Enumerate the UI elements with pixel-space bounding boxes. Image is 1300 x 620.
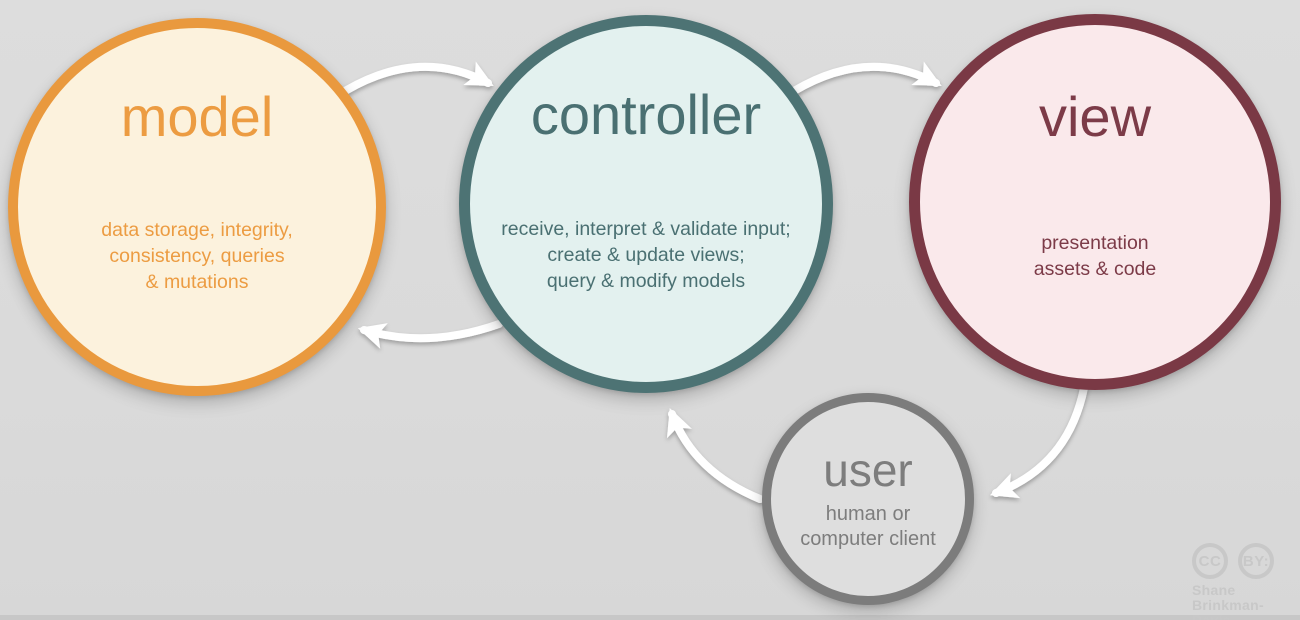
user-node-title: user: [823, 444, 913, 496]
license-attribution: CC BY: Shane Brinkman-Davis: [1192, 543, 1300, 620]
author-last-name: Brinkman-Davis: [1192, 597, 1264, 620]
arrow-user-to-controller-icon: [666, 407, 764, 503]
arrow-view-to-user-icon: [989, 384, 1088, 499]
user-node-description: human or computer client: [800, 503, 936, 550]
model-node-description: data storage, integrity, consistency, qu…: [101, 219, 293, 293]
view-node-title: view: [1038, 85, 1152, 148]
cc-license-icon: CC: [1192, 543, 1228, 579]
arrow-controller-to-model-icon: [357, 320, 503, 349]
user-node: user human or computer client: [762, 393, 974, 605]
model-node-title: model: [120, 85, 274, 148]
bottom-edge-divider: [0, 615, 1300, 620]
author-first-name: Shane: [1192, 582, 1236, 598]
view-node: view presentation assets & code: [909, 14, 1281, 390]
cc-by-license-icon: BY:: [1238, 543, 1274, 579]
controller-node-description: receive, interpret & validate input; cre…: [501, 218, 791, 292]
controller-node: controller receive, interpret & validate…: [459, 15, 833, 393]
controller-node-title: controller: [530, 83, 762, 146]
view-node-description: presentation assets & code: [1033, 232, 1157, 280]
model-node: model data storage, integrity, consisten…: [8, 18, 386, 396]
